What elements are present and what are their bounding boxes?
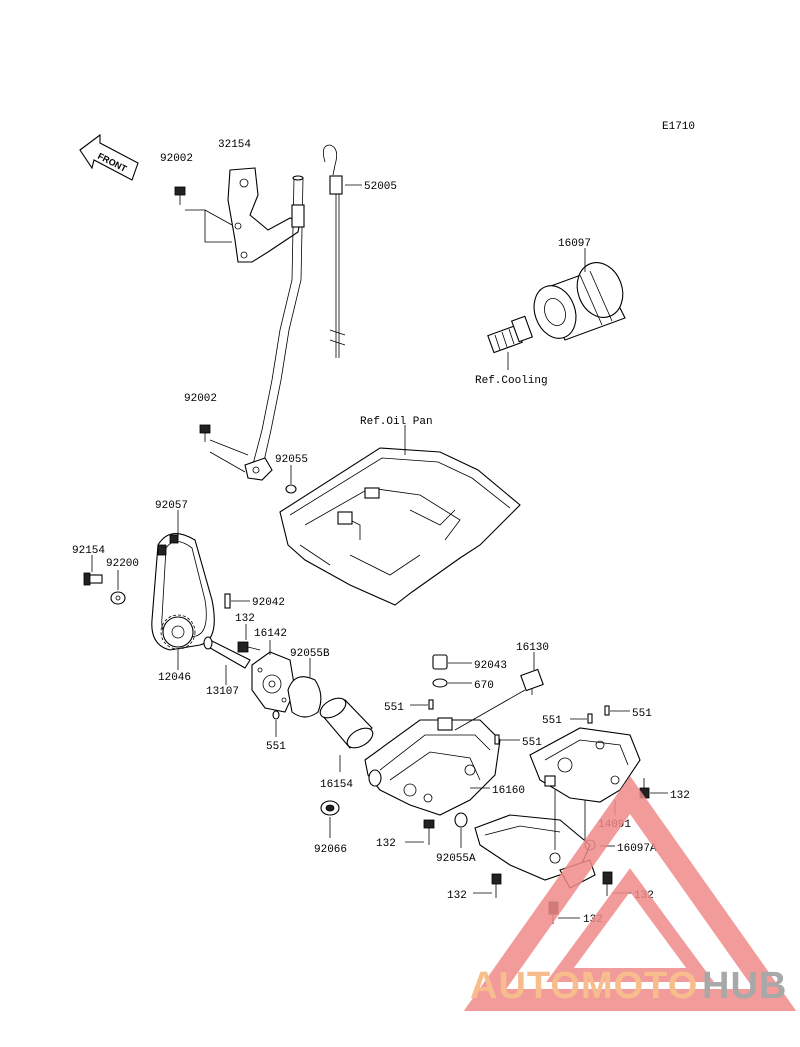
guide-tube [244,175,305,481]
front-arrow-icon: FRONT [79,133,139,181]
bolt-92002-mid [199,424,211,442]
filter-fitting [487,315,534,354]
label-52005: 52005 [364,181,397,193]
pump-body-16160 [364,717,501,816]
label-ref-cooling: Ref.Cooling [475,375,548,387]
label-92055a: 92055A [436,853,476,865]
bolt-132-d [491,873,502,898]
label-92154: 92154 [72,545,105,557]
watermark-triangle-icon [463,775,797,1011]
label-551-e: 551 [632,708,652,720]
label-132-d: 132 [447,890,467,902]
pump-cover-16142 [251,651,296,713]
label-ref-oil-pan: Ref.Oil Pan [360,416,433,428]
label-132-c: 132 [670,790,690,802]
label-92002-mid: 92002 [184,393,217,405]
bolt-132-b [423,819,435,845]
pin-551-b [428,699,434,710]
label-92055: 92055 [275,454,308,466]
dipstick-52005 [322,144,346,358]
rotor-16154 [319,697,374,749]
label-92002-top: 92002 [160,153,193,165]
label-670: 670 [474,680,494,692]
oring-670 [432,678,448,688]
label-92043: 92043 [474,660,507,672]
oil-filter-16097 [533,262,626,341]
label-92066: 92066 [314,844,347,856]
gasket-92055b [287,676,322,718]
label-92055b: 92055B [290,648,330,660]
label-13107: 13107 [206,686,239,698]
label-32154: 32154 [218,139,251,151]
cap-92043 [432,654,448,670]
label-551-b: 551 [384,702,404,714]
oil-pan-ref [279,447,521,606]
diagram-code: E1710 [662,121,695,133]
label-16130: 16130 [516,642,549,654]
label-16097: 16097 [558,238,591,250]
pin-551-c [494,734,500,745]
pin-551-a [272,710,280,720]
label-132-b: 132 [376,838,396,850]
label-551-c: 551 [522,737,542,749]
pin-551-e [604,705,610,716]
watermark-text-orange: AUTOMOTO [470,965,698,1007]
watermark-logo: AUTOMOTO HUB [463,775,797,1011]
label-16160: 16160 [492,785,525,797]
watermark-text-gray: HUB [702,965,787,1007]
label-92200: 92200 [106,558,139,570]
label-16142: 16142 [254,628,287,640]
bracket-32154 [227,167,301,263]
oring-92055a [454,812,468,828]
label-16097a: 16097A [617,843,657,855]
pin-551-d [587,713,593,724]
label-132-a: 132 [235,613,255,625]
pin-92042 [224,593,231,609]
relief-valve-16130 [520,668,544,695]
label-551-a: 551 [266,741,286,753]
bolt-92154 [83,572,103,586]
label-92057: 92057 [155,500,188,512]
label-551-d: 551 [542,715,562,727]
oring-92055 [285,484,297,494]
washer-92200 [110,591,126,605]
label-12046: 12046 [158,672,191,684]
sprocket-12046 [160,614,196,650]
label-92042: 92042 [252,597,285,609]
bolt-132-e [602,871,613,896]
label-16154: 16154 [320,779,353,791]
collar-92066 [320,800,340,816]
bolt-132-a [237,641,261,653]
cover-14091 [529,727,641,803]
shaft-13107 [203,636,251,669]
bolt-92002-top [174,186,186,205]
